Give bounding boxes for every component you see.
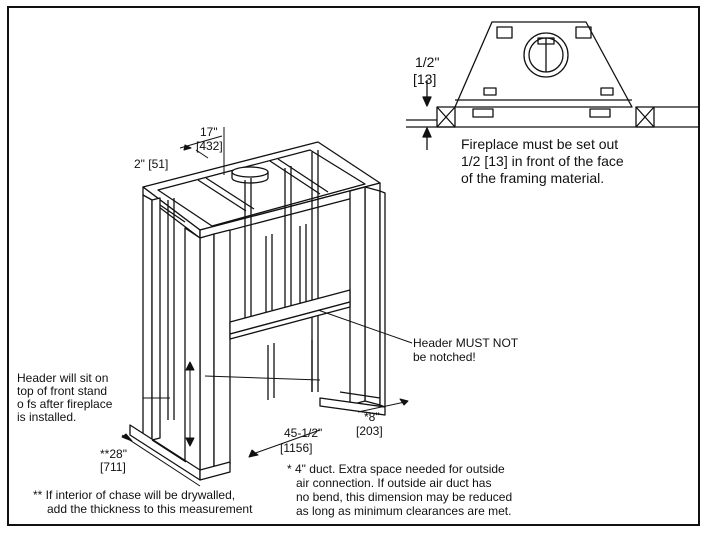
drywall-note-line-2: add the thickness to this measurement — [47, 502, 253, 516]
depth-dimension-label: 17" — [200, 125, 218, 139]
duct-note-line-3: no bend, this dimension may be reduced — [296, 490, 513, 504]
chase-framing — [129, 141, 386, 481]
opening-width-label: 45-1/2" — [284, 426, 323, 440]
header-notch-line-2: be notched! — [413, 350, 476, 364]
depth-dimension-mm-label: [432] — [196, 139, 223, 153]
dimension-lines — [121, 127, 413, 487]
header-sit-line-4: is installed. — [17, 410, 77, 424]
duct-note-line-2: air connection. If outside air duct has — [296, 476, 492, 490]
front-width-mm-label: [711] — [100, 460, 126, 474]
duct-note-line-1: * 4" duct. Extra space needed for outsid… — [287, 462, 505, 476]
opening-width-mm-label: [1156] — [280, 441, 313, 455]
fireplace-top-view — [406, 21, 700, 150]
header-notch-line-1: Header MUST NOT — [413, 336, 519, 350]
setout-note-line-2: 1/2 [13] in front of the face — [461, 153, 624, 169]
setout-note-line-3: of the framing material. — [461, 170, 605, 186]
header-sit-line-3: o fs after fireplace — [17, 397, 113, 411]
side-depth-mm-label: [203] — [356, 424, 383, 438]
stud-dimension-label: 2" [51] — [134, 157, 169, 171]
front-width-label: **28" — [100, 447, 127, 461]
side-depth-label: *8" — [364, 410, 380, 424]
duct-note-line-4: as long as minimum clearances are met. — [296, 504, 512, 518]
setout-note-line-1: Fireplace must be set out — [461, 136, 619, 152]
header-sit-line-1: Header will sit on — [17, 371, 109, 385]
diagram-frame — [7, 6, 700, 526]
gap-dimension-label: 1/2" — [415, 54, 440, 70]
drywall-note-line-1: ** If interior of chase will be drywalle… — [33, 488, 236, 502]
gap-dimension-mm-label: [13] — [413, 71, 437, 87]
header-sit-line-2: top of front stand — [17, 384, 108, 398]
